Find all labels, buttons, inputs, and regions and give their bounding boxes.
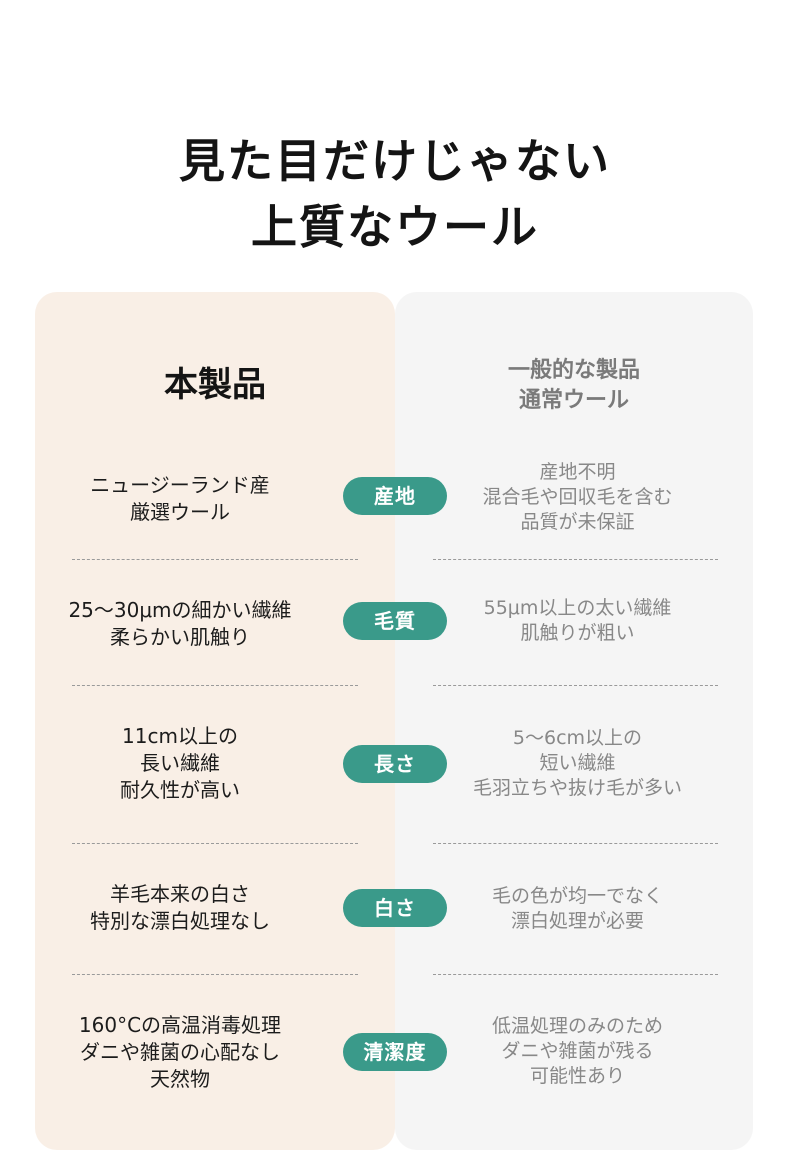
text-line: 柔らかい肌触り [110, 625, 250, 649]
text-line: ニュージーランド産 [90, 473, 270, 497]
regular-whiteness-text: 毛の色が均一でなく 漂白処理が必要 [440, 884, 715, 934]
text-line: 肌触りが粗い [520, 622, 635, 644]
regular-column [395, 292, 753, 1150]
text-line: 毛羽立ちや抜け毛が多い [472, 777, 682, 799]
text-line: 25〜30μmの細かい繊維 [68, 598, 292, 622]
text-line: 厳選ウール [130, 500, 230, 524]
regular-cleanliness-text: 低温処理のみのため ダニや雑菌が残る 可能性あり [440, 1014, 715, 1089]
product-cleanliness-text: 160°Cの高温消毒処理 ダニや雑菌の心配なし 天然物 [35, 1012, 325, 1093]
text-line: 160°Cの高温消毒処理 [78, 1013, 282, 1037]
badge-origin: 産地 [343, 477, 447, 515]
divider [433, 559, 718, 560]
product-fiber-text: 25〜30μmの細かい繊維 柔らかい肌触り [35, 597, 325, 651]
headline-line-2: 上質なウール [251, 200, 539, 254]
text-line: 耐久性が高い [120, 778, 240, 802]
regular-title-line-1: 一般的な製品 [507, 358, 640, 383]
product-origin-text: ニュージーランド産 厳選ウール [35, 472, 325, 526]
text-line: 長い繊維 [140, 751, 220, 775]
text-line: 短い繊維 [539, 752, 616, 774]
regular-origin-text: 産地不明 混合毛や回収毛を含む 品質が未保証 [440, 460, 715, 535]
text-line: 可能性あり [529, 1065, 625, 1087]
text-line: ダニや雑菌の心配なし [80, 1040, 280, 1064]
text-line: 55μm以上の太い繊維 [483, 597, 672, 619]
regular-column-title: 一般的な製品 通常ウール [395, 356, 753, 416]
divider [72, 559, 358, 560]
text-line: 天然物 [150, 1067, 210, 1091]
divider [72, 843, 358, 844]
badge-fiber: 毛質 [343, 602, 447, 640]
product-column-title: 本製品 [164, 365, 266, 405]
text-line: 羊毛本来の白さ [110, 882, 250, 906]
headline-line-1: 見た目だけじゃない [179, 134, 611, 188]
text-line: 特別な漂白処理なし [90, 909, 270, 933]
badge-cleanliness: 清潔度 [343, 1033, 447, 1071]
divider [433, 974, 718, 975]
badge-length: 長さ [343, 745, 447, 783]
divider [72, 974, 358, 975]
badge-whiteness: 白さ [343, 889, 447, 927]
text-line: ダニや雑菌が残る [501, 1040, 654, 1062]
text-line: 5〜6cm以上の [512, 727, 643, 749]
text-line: 品質が未保証 [520, 511, 635, 533]
divider [433, 685, 718, 686]
product-whiteness-text: 羊毛本来の白さ 特別な漂白処理なし [35, 881, 325, 935]
regular-title-line-2: 通常ウール [518, 388, 629, 413]
headline: 見た目だけじゃない 上質なウール [0, 128, 790, 260]
text-line: 11cm以上の [122, 724, 238, 748]
text-line: 毛の色が均一でなく [491, 885, 663, 907]
regular-fiber-text: 55μm以上の太い繊維 肌触りが粗い [440, 596, 715, 646]
divider [72, 685, 358, 686]
product-column [35, 292, 395, 1150]
text-line: 混合毛や回収毛を含む [482, 486, 673, 508]
product-length-text: 11cm以上の 長い繊維 耐久性が高い [35, 723, 325, 804]
text-line: 漂白処理が必要 [510, 910, 644, 932]
text-line: 低温処理のみのため [491, 1015, 663, 1037]
regular-length-text: 5〜6cm以上の 短い繊維 毛羽立ちや抜け毛が多い [440, 726, 715, 801]
divider [433, 843, 718, 844]
text-line: 産地不明 [539, 461, 616, 483]
